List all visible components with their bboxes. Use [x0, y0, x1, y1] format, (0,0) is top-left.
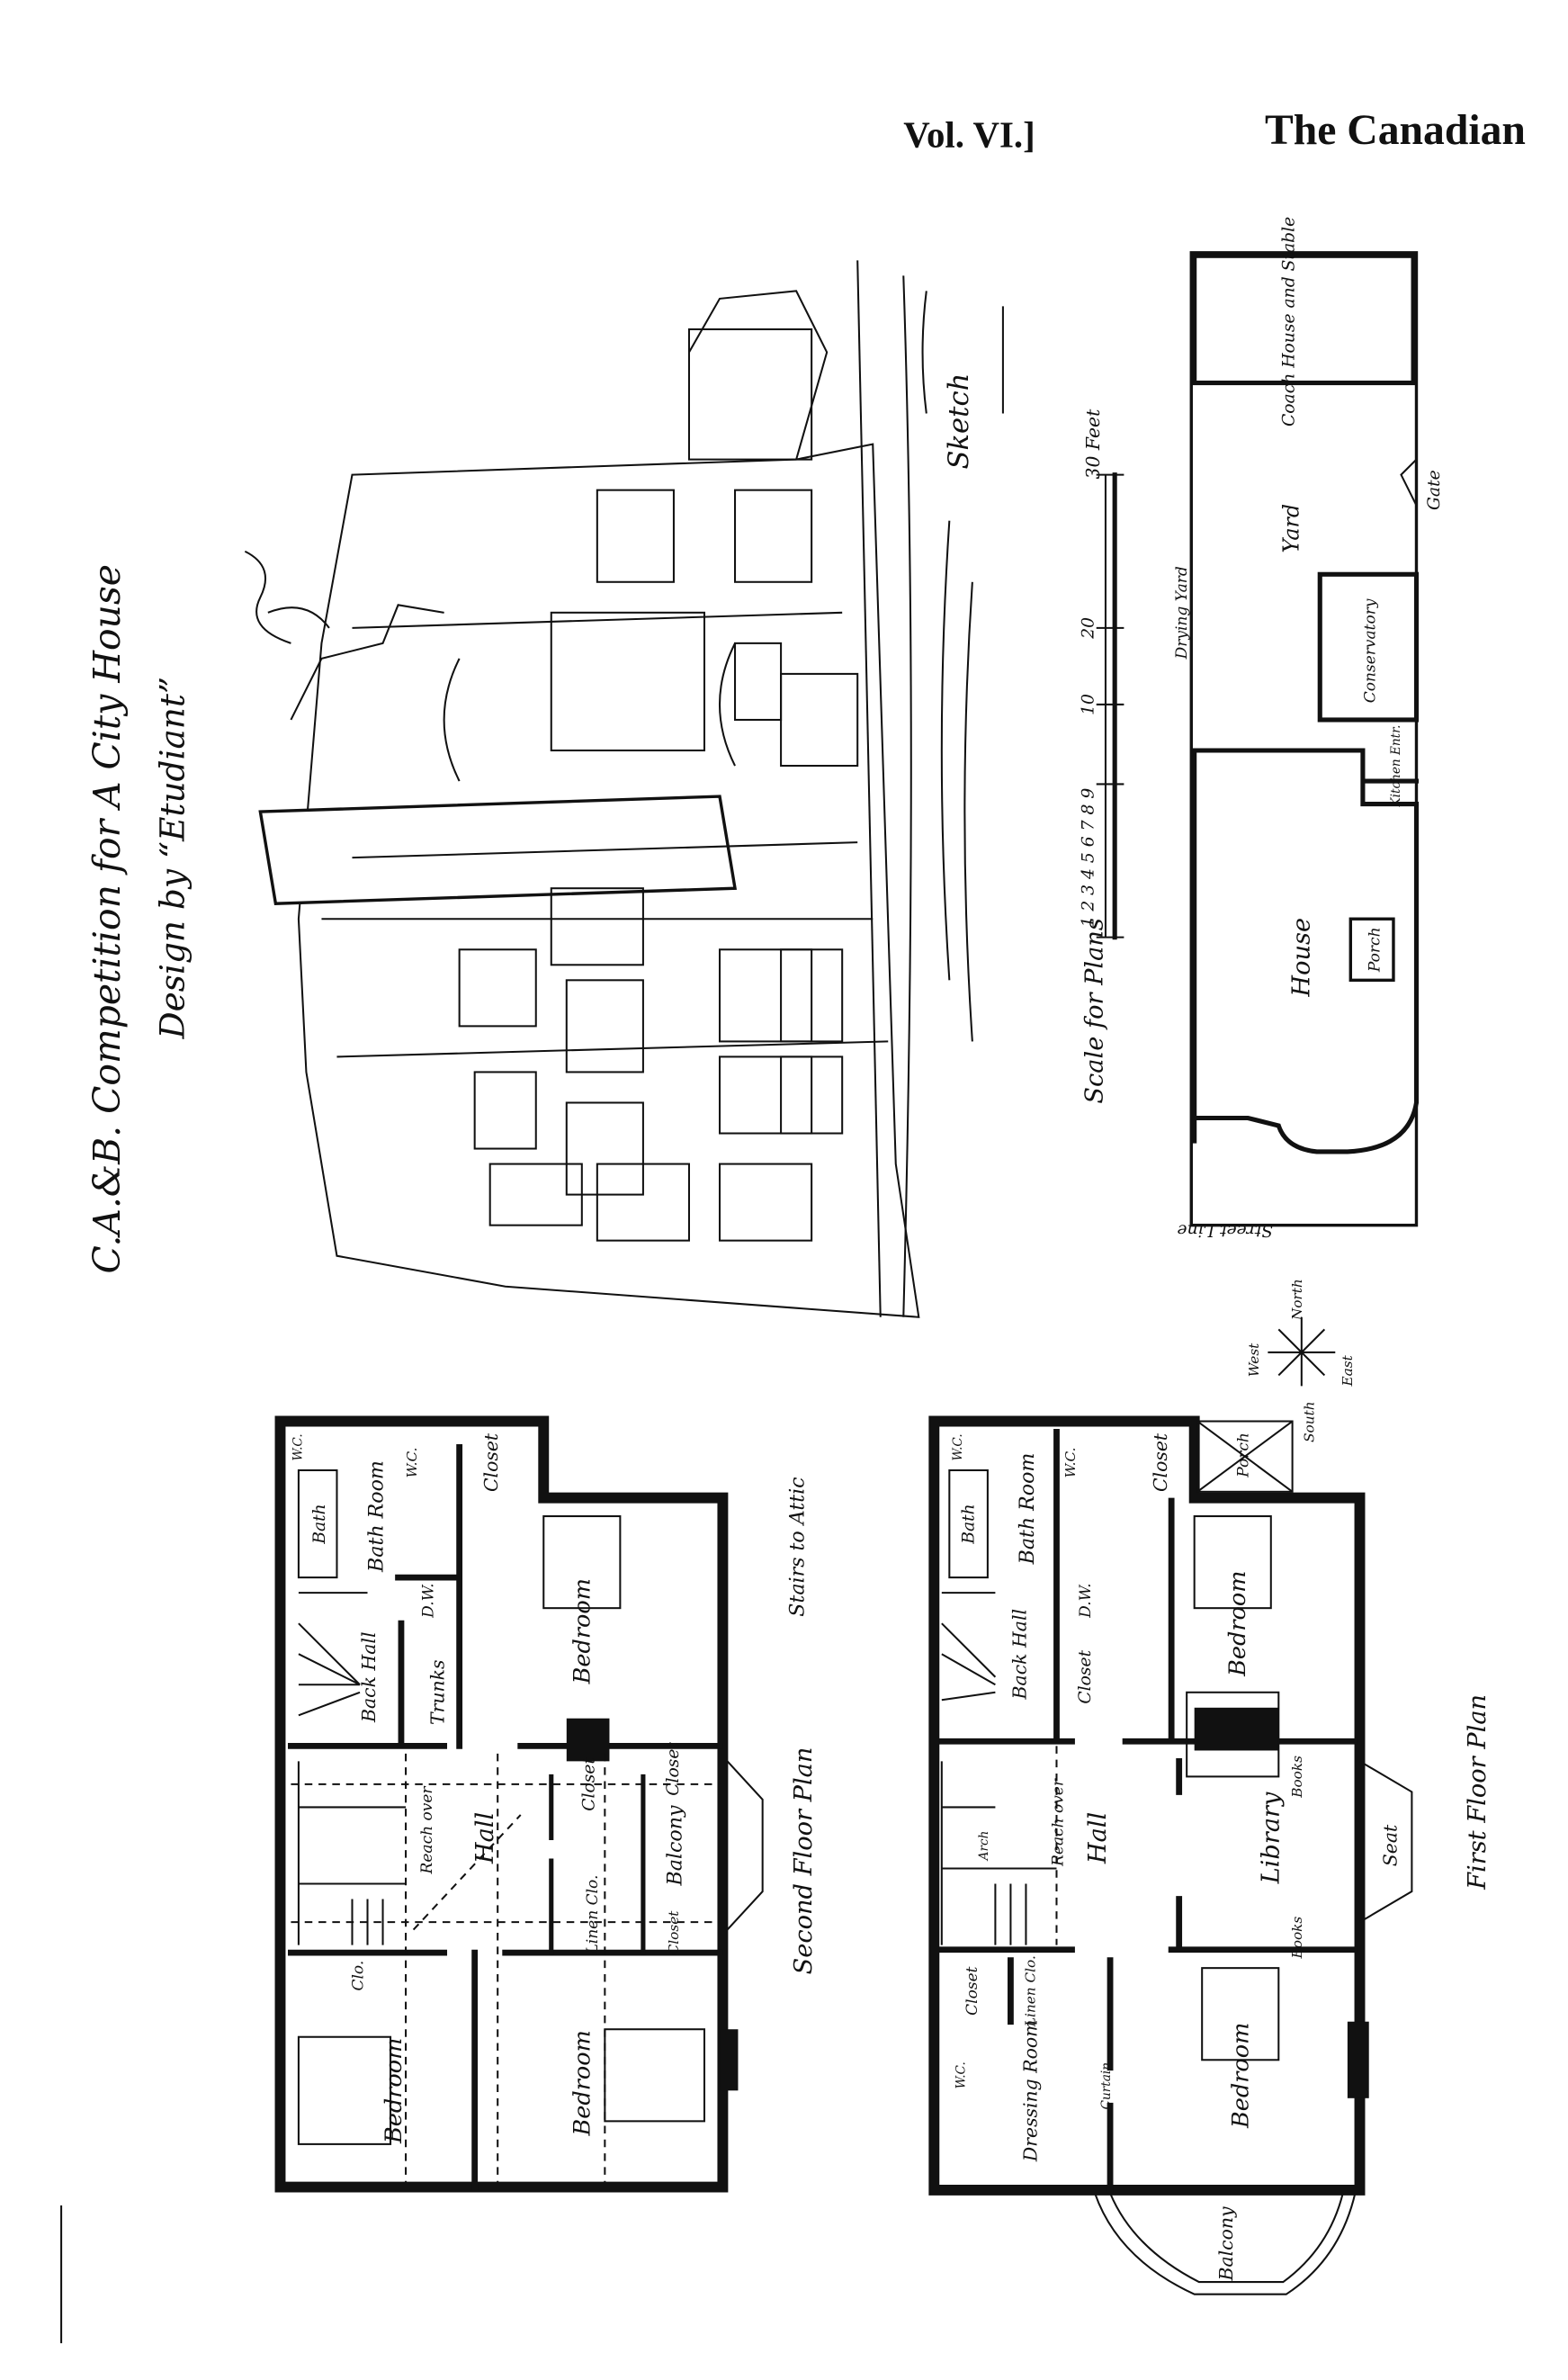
sketch-label: Sketch	[944, 373, 975, 470]
sf-wc-label: W.C.	[291, 1433, 305, 1460]
sf-clo-label: Clo.	[349, 1961, 367, 1991]
site-kitchen-entrance-label: Kitchen Entr.	[1389, 725, 1403, 808]
first-floor-labels: W.C. Bath Bath Room W.C. Closet Porch D.…	[951, 1432, 1492, 2281]
sf-closet2-label: Closet	[579, 1757, 598, 1811]
site-house-label: House	[1287, 918, 1315, 998]
second-floor-title: Second Floor Plan	[790, 1747, 818, 1975]
sf-closet-label: Closet	[480, 1432, 502, 1492]
second-floor-plan	[274, 1415, 764, 2193]
scale-title: Scale for Plans	[1081, 918, 1109, 1103]
ff-arch-label: Arch	[977, 1831, 991, 1863]
attic-stairs-label: Stairs to Attic	[786, 1477, 810, 1616]
sf-trunks-label: Trunks	[427, 1660, 449, 1725]
publication-title: The Canadian	[1265, 107, 1526, 154]
scale-tick-20: 20	[1079, 617, 1098, 640]
ff-wc-label: W.C.	[951, 1433, 965, 1460]
site-coach-house-label: Coach House and Stable	[1279, 217, 1298, 427]
ff-bedroom2-label: Bedroom	[1227, 2023, 1254, 2129]
site-conservatory-label: Conservatory	[1362, 598, 1380, 703]
second-floor-labels: W.C. Bath Bath Room W.C. Closet D.W. Bac…	[291, 1432, 818, 2144]
sf-dw-label: D.W.	[420, 1583, 438, 1618]
first-floor-title: First Floor Plan	[1464, 1694, 1492, 1891]
ff-closet3-label: Closet	[963, 1966, 981, 2016]
site-drying-yard-label: Drying Yard	[1173, 566, 1191, 660]
sf-wc2-label: W.C.	[404, 1447, 420, 1477]
ff-hall-label: Hall	[1084, 1812, 1112, 1864]
sf-back-hall-label: Back Hall	[358, 1632, 380, 1723]
volume-label: Vol. VI.]	[903, 114, 1035, 155]
ff-reach-over-label: Reach over	[1049, 1778, 1067, 1867]
ff-balcony-label: Balcony	[1215, 2206, 1237, 2282]
ff-bedroom1-label: Bedroom	[1224, 1571, 1251, 1677]
designer-credit: Design by “Etudiant”	[152, 677, 192, 1040]
perspective-sketch	[244, 260, 1004, 1318]
ff-wc3-label: W.C.	[954, 2061, 968, 2088]
ff-curtain-label: Curtain	[1099, 2062, 1114, 2109]
sf-bath-label: Bath	[310, 1504, 329, 1544]
site-street-line-label: Street Line	[1177, 1221, 1272, 1240]
sf-bedroom1-label: Bedroom	[569, 1578, 596, 1684]
ff-books2-label: Books	[1289, 1917, 1305, 1960]
ff-linen-label: Linen Clo.	[1023, 1955, 1039, 2027]
compass-north: North	[1289, 1279, 1305, 1321]
site-plan	[1189, 251, 1420, 1227]
scale-tick-10: 10	[1079, 694, 1098, 715]
scale-bar	[1096, 472, 1124, 940]
ff-dw-label: D.W.	[1077, 1583, 1095, 1618]
ff-closet2-label: Closet	[1076, 1649, 1095, 1703]
compass-south: South	[1301, 1401, 1317, 1442]
first-floor-plan	[928, 1415, 1413, 2295]
ff-dressing-room-label: Dressing Room	[1019, 2019, 1041, 2162]
competition-title: C.A.&B. Competition for A City House	[85, 564, 129, 1273]
scale-tick-units: 1 2 3 4 5 6 7 8 9	[1079, 788, 1098, 928]
ff-books1-label: Books	[1289, 1756, 1305, 1799]
ff-library-label: Library	[1257, 1792, 1285, 1884]
sf-hall-label: Hall	[471, 1812, 499, 1864]
sf-closet3-label: Closet	[664, 1742, 683, 1796]
ff-back-hall-label: Back Hall	[1008, 1609, 1030, 1700]
compass-rose: North South East West	[1246, 1279, 1356, 1442]
ff-bath-label: Bath	[960, 1504, 979, 1544]
ff-closet-label: Closet	[1150, 1432, 1171, 1492]
ff-wc2-label: W.C.	[1062, 1447, 1079, 1477]
sf-bedroom2-label: Bedroom	[381, 2038, 408, 2144]
sf-balcony-label: Balcony	[663, 1805, 686, 1886]
sf-reach-over-label: Reach over	[418, 1786, 436, 1875]
scale-unit-label: 30 Feet	[1082, 409, 1104, 480]
sf-bedroom3-label: Bedroom	[569, 2030, 596, 2136]
sf-bath-room-label: Bath Room	[365, 1460, 389, 1573]
site-yard-label: Yard	[1278, 504, 1304, 553]
sketch-windows	[458, 489, 859, 1242]
site-porch-label: Porch	[1366, 927, 1384, 973]
sf-closet4-label: Closet	[666, 1910, 682, 1955]
ff-bath-room-label: Bath Room	[1016, 1453, 1039, 1566]
sf-linen-label: Linen Clo.	[584, 1875, 602, 1955]
site-gate-label: Gate	[1425, 470, 1444, 510]
compass-east: East	[1340, 1354, 1356, 1387]
ff-seat-label: Seat	[1379, 1824, 1401, 1866]
compass-west: West	[1246, 1343, 1262, 1377]
ff-porch-label: Porch	[1234, 1432, 1252, 1478]
